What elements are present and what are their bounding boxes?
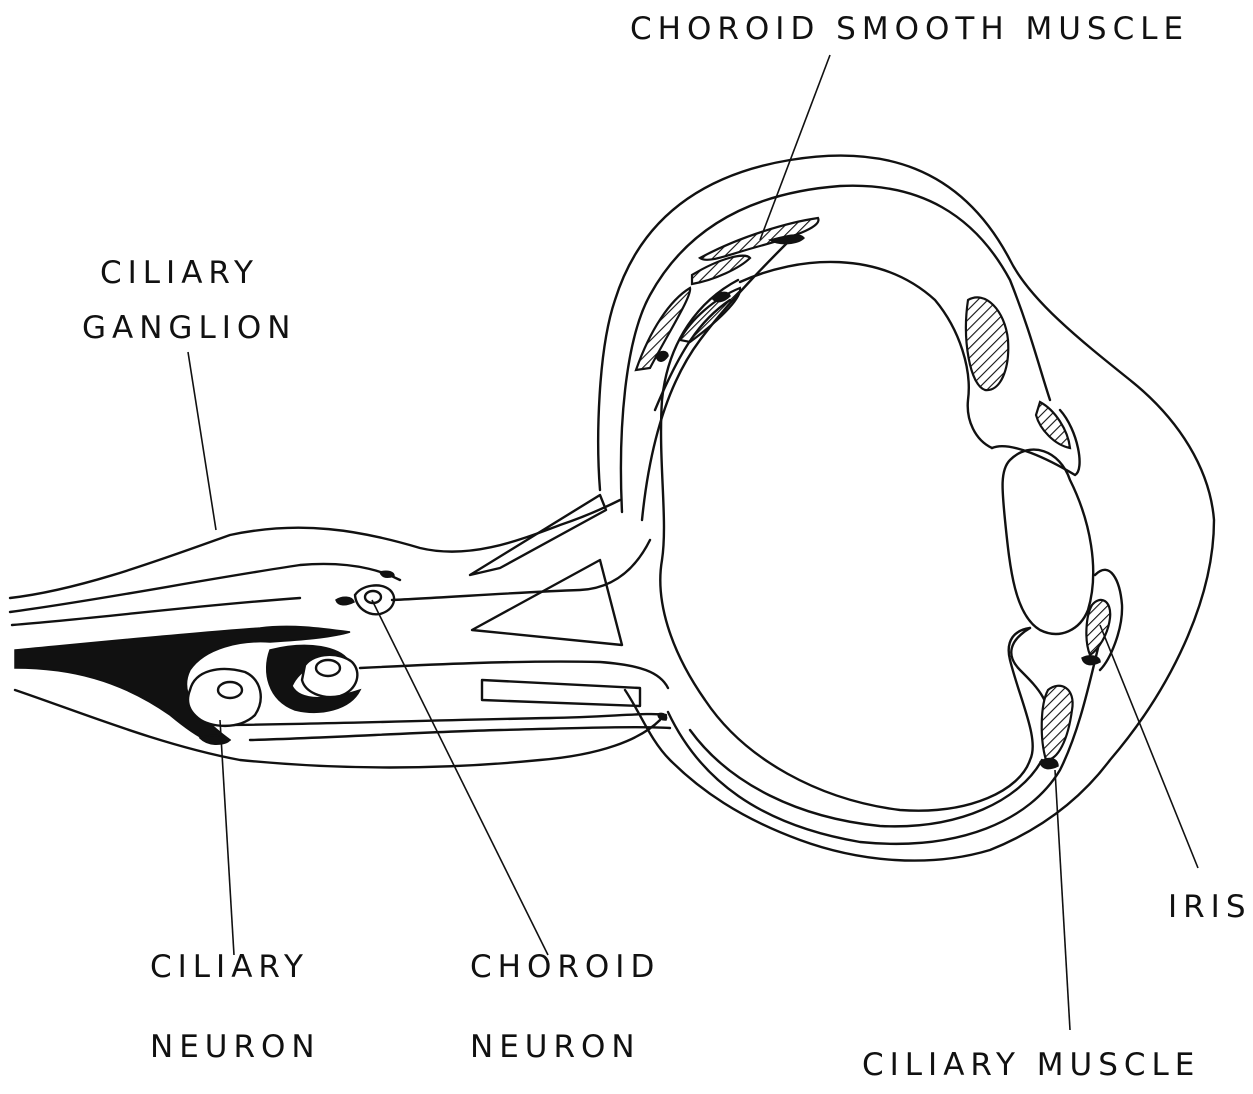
retina-boundary — [740, 262, 992, 448]
ciliary-neuron-nucleus — [218, 682, 242, 698]
ciliary-muscle-small — [1036, 402, 1070, 448]
leader-iris — [1100, 625, 1198, 868]
lens — [1003, 450, 1094, 634]
wedge-space-middle — [472, 560, 622, 645]
neuron-nucleus — [316, 660, 340, 676]
leader-ciliary-ganglion — [188, 352, 216, 530]
nerve-trunk-lower-3 — [230, 714, 666, 725]
nerve-trunk-upper — [10, 500, 620, 598]
posterior-wall-line — [668, 640, 1100, 844]
nerve-trunk-lower-2 — [250, 727, 670, 740]
label-ciliary-neuron-line1: CILIARY — [150, 952, 309, 983]
ganglion-dark-mass — [15, 626, 350, 743]
nerve-terminal — [1040, 759, 1058, 769]
nerve-trunk-upper-3 — [12, 598, 300, 625]
ganglion-synapse — [658, 713, 667, 720]
nerve-terminal — [656, 352, 668, 362]
label-iris: IRIS — [1168, 892, 1252, 923]
wedge-space-lower — [482, 680, 640, 706]
label-choroid-neuron-line1: CHOROID — [470, 952, 660, 983]
leader-choroid-smooth-muscle — [760, 55, 830, 240]
eyeball-outer-wall — [598, 156, 1214, 861]
ciliary-muscle-lower — [1042, 686, 1073, 760]
choroid-smooth-muscle-2 — [692, 256, 750, 284]
iris-muscle — [1086, 600, 1110, 655]
label-ciliary-ganglion-line1: CILIARY — [100, 258, 259, 289]
label-choroid-smooth-muscle: CHOROID SMOOTH MUSCLE — [630, 14, 1189, 45]
label-choroid-neuron-line2: NEURON — [470, 1032, 641, 1063]
ganglion-synapse — [336, 597, 354, 605]
leader-choroid-neuron — [372, 600, 548, 955]
posterior-wall-line-2 — [690, 730, 1042, 826]
label-ciliary-muscle: CILIARY MUSCLE — [862, 1050, 1200, 1081]
label-ciliary-neuron-line2: NEURON — [150, 1032, 321, 1063]
wedge-space-upper — [470, 495, 606, 575]
neuron-axon — [360, 662, 668, 688]
ganglion-synapse — [380, 571, 394, 577]
ganglion-synapse — [200, 736, 230, 745]
label-ciliary-ganglion-line2: GANGLION — [82, 313, 296, 344]
nerve-terminal — [1082, 656, 1100, 665]
leader-ciliary-neuron — [220, 720, 234, 955]
ciliary-muscle-upper — [966, 297, 1008, 390]
